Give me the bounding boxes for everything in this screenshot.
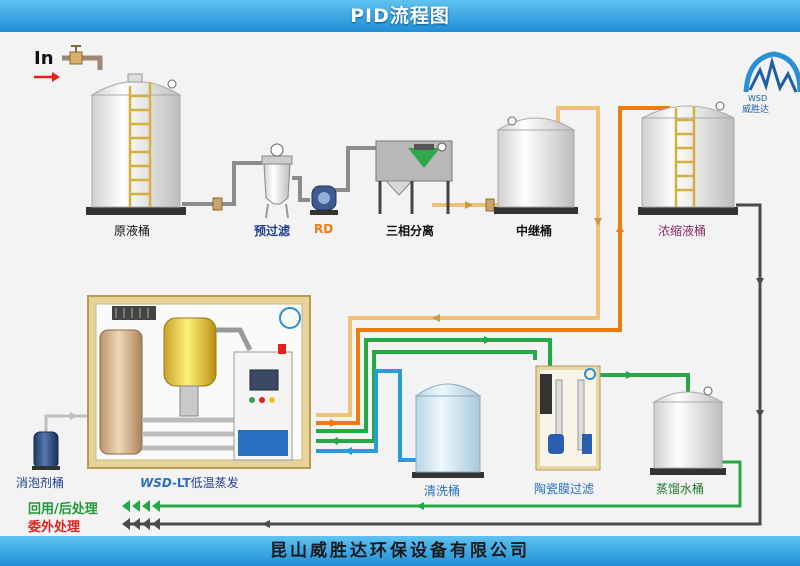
inlet-valve-icon <box>69 45 83 65</box>
footer-bar <box>0 536 800 566</box>
label-outsource: 委外处理 <box>28 520 81 535</box>
ceramic-membrane-filter <box>535 365 601 471</box>
inlet-label: In <box>34 48 54 69</box>
label-pump: RD <box>314 222 334 236</box>
pipe-pump-to-separator <box>332 146 378 192</box>
valve-icon <box>212 197 223 211</box>
evaporator-name: 低温蒸发 <box>190 476 239 490</box>
diaphragm-pump-icon <box>310 185 338 215</box>
outsource-arrow-icon <box>122 518 160 530</box>
clean-tank <box>412 383 484 478</box>
pipe-concentrate-to-outsource <box>124 203 762 526</box>
distilled-water-tank <box>650 386 726 475</box>
company-logo-icon <box>743 51 800 93</box>
defoamer-tank <box>32 431 60 470</box>
company-name: 昆山威胜达环保设备有限公司 <box>270 541 530 561</box>
evaporator-model: -LT <box>171 476 191 490</box>
label-reuse: 回用/后处理 <box>28 502 98 517</box>
pipe-ceramic-return <box>316 350 537 443</box>
label-distilled-tank: 蒸馏水桶 <box>656 482 705 496</box>
prefilter-housing <box>261 143 293 219</box>
label-raw-tank: 原液桶 <box>114 224 151 238</box>
pipe-raw-to-prefilter <box>182 161 262 206</box>
title-bar <box>0 0 800 32</box>
logo-caption-top: WSD <box>748 94 768 103</box>
label-clean-tank: 清洗桶 <box>424 484 461 498</box>
page-title: PID流程图 <box>350 5 450 27</box>
evaporator-cabinet <box>87 295 311 469</box>
pipe-prefilter-to-pump <box>292 176 310 202</box>
evaporator-logo-icon <box>279 307 301 329</box>
three-phase-separator <box>375 140 453 214</box>
label-defoamer-tank: 消泡剂桶 <box>16 476 65 490</box>
relay-tank <box>494 116 578 214</box>
pipe-clean-tank <box>316 369 416 462</box>
evaporator-brand: WSD <box>140 476 172 490</box>
reuse-arrow-icon <box>122 500 160 512</box>
pipe-distilled-to-reuse <box>160 460 742 508</box>
raw-tank <box>86 73 186 215</box>
label-relay-tank: 中继桶 <box>516 224 553 238</box>
label-evaporator: WSD-LT低温蒸发 <box>140 474 239 491</box>
label-prefilter: 预过滤 <box>254 224 291 238</box>
pipe-relay-to-evaporator <box>316 106 600 417</box>
pipe-ceramic-to-distilled <box>600 373 690 395</box>
label-concentrate-tank: 浓缩液桶 <box>658 224 707 238</box>
label-ceramic-filter: 陶瓷膜过滤 <box>534 482 595 496</box>
label-separator: 三相分离 <box>386 224 435 238</box>
pipe-evaporator-to-ceramic <box>316 338 552 433</box>
concentrate-tank <box>638 101 738 215</box>
logo-caption-bottom: 威胜达 <box>742 105 770 115</box>
